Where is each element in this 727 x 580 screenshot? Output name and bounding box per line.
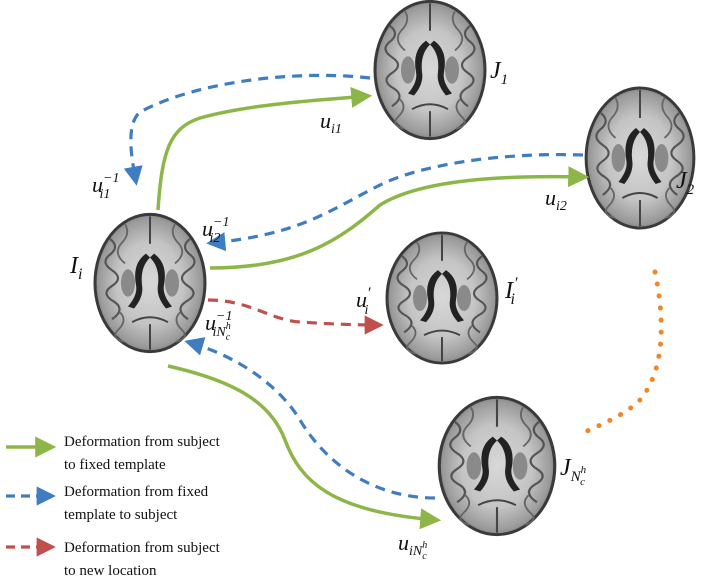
legend-text-blue-1: Deformation from fixed xyxy=(64,484,209,500)
arrow-subject-to-new-location xyxy=(207,298,384,335)
label-u-prime: u′i xyxy=(356,285,371,318)
legend-item-red: Deformation from subject to new location xyxy=(6,537,221,579)
dotted-connector-j2-jn xyxy=(582,269,664,435)
legend-text-green-1: Deformation from subject xyxy=(64,434,221,450)
label-j2: J2 xyxy=(676,168,695,198)
arrow-j1-to-subject xyxy=(123,73,371,186)
legend-text-green-2: to fixed template xyxy=(64,457,166,473)
label-j1: J1 xyxy=(490,58,508,88)
brain-image-j2 xyxy=(584,86,696,230)
arrow-jn-to-subject xyxy=(184,337,436,500)
legend-text-blue-2: template to subject xyxy=(64,507,178,523)
legend-text-red-2: to new location xyxy=(64,563,157,579)
legend: Deformation from subject to fixed templa… xyxy=(6,434,221,579)
label-u-i2: ui2 xyxy=(545,185,567,214)
legend-item-green: Deformation from subject to fixed templa… xyxy=(6,434,221,473)
arrow-j2-to-subject xyxy=(206,153,584,252)
label-u-i1: ui1 xyxy=(320,108,342,137)
brain-image-jn xyxy=(437,395,557,537)
brain-image-subject-i xyxy=(93,212,207,354)
label-i-prime: I′i xyxy=(504,275,518,308)
arrow-subject-to-j1 xyxy=(156,86,373,211)
arrow-subject-to-jn xyxy=(167,364,442,530)
arrow-subject-to-j2 xyxy=(209,166,590,270)
label-subject-i: Ii xyxy=(69,253,82,283)
legend-text-red-1: Deformation from subject xyxy=(64,540,221,556)
legend-item-blue: Deformation from fixed template to subje… xyxy=(6,484,209,523)
brain-image-j1 xyxy=(373,0,487,141)
brain-image-i-prime xyxy=(385,231,499,365)
